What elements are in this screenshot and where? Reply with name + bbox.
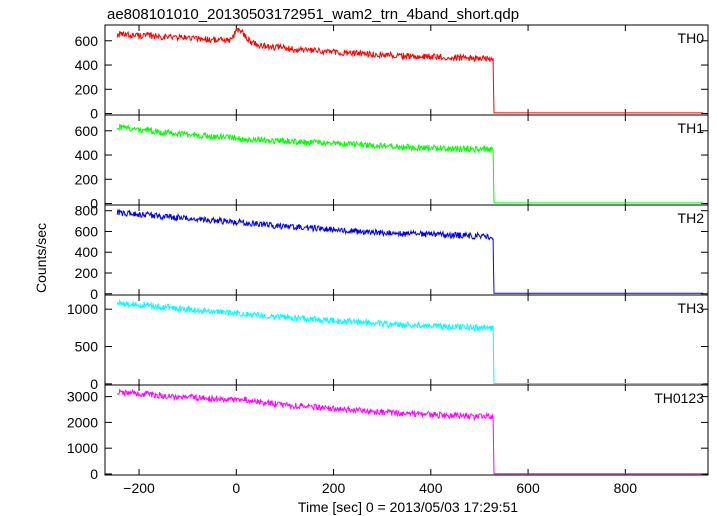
y-tick-label: 500 <box>75 339 99 355</box>
panel-label: TH1 <box>678 120 705 136</box>
series-line-th3 <box>116 299 704 384</box>
y-tick-label: 200 <box>75 171 99 187</box>
series-line-th1 <box>116 123 704 204</box>
x-tick-label: 0 <box>232 480 240 496</box>
y-tick-label: 0 <box>90 196 98 212</box>
y-tick-label: 0 <box>90 466 98 482</box>
y-tick-label: 1000 <box>67 440 98 456</box>
y-tick-label: 2000 <box>67 414 98 430</box>
y-tick-label: 0 <box>90 376 98 392</box>
series-line-th2 <box>116 208 704 294</box>
series-line-th0 <box>116 27 704 114</box>
panel-th3: 0 500 1000 TH3 <box>67 294 709 392</box>
panel-frame <box>104 114 709 206</box>
panel-frame <box>104 294 709 386</box>
y-tick-label: 0 <box>90 286 98 302</box>
x-tick-label: 200 <box>322 480 346 496</box>
panel-label: TH3 <box>678 300 705 316</box>
x-axis-label: Time [sec] 0 = 2013/05/03 17:29:51 <box>298 499 518 515</box>
x-tick-label: 800 <box>614 480 638 496</box>
y-tick-label: 1000 <box>67 301 98 317</box>
panel-frame <box>104 384 709 476</box>
y-tick-label: 0 <box>90 106 98 122</box>
y-tick-label: 600 <box>75 33 99 49</box>
panel-label: TH0 <box>678 30 705 46</box>
series-line-th0123 <box>116 388 704 475</box>
x-tick-label: 600 <box>516 480 540 496</box>
y-tick-label: 400 <box>75 147 99 163</box>
x-tick-label: −200 <box>123 480 155 496</box>
panel-frame <box>104 204 709 296</box>
panel-frame <box>104 24 709 116</box>
panel-th0123: 0 1000 2000 3000 TH0123 <box>67 384 709 482</box>
y-tick-label: 600 <box>75 223 99 239</box>
y-axis-label: Counts/sec <box>33 223 49 293</box>
panel-label: TH0123 <box>654 390 704 406</box>
panel-th2: 0 200 400 600 800 TH2 <box>75 203 709 302</box>
panel-label: TH2 <box>678 210 705 226</box>
y-tick-label: 400 <box>75 244 99 260</box>
y-tick-label: 200 <box>75 81 99 97</box>
y-tick-label: 600 <box>75 123 99 139</box>
y-tick-label: 400 <box>75 57 99 73</box>
y-tick-label: 200 <box>75 265 99 281</box>
y-tick-label: 3000 <box>67 389 98 405</box>
panel-th1: 0 200 400 600 TH1 <box>75 114 709 212</box>
figure-title: ae808101010_20130503172951_wam2_trn_4ban… <box>107 6 519 23</box>
panel-th0: 0 200 400 600 TH0 <box>75 24 709 122</box>
x-tick-label: 400 <box>419 480 443 496</box>
y-tick-label: 800 <box>75 203 99 219</box>
